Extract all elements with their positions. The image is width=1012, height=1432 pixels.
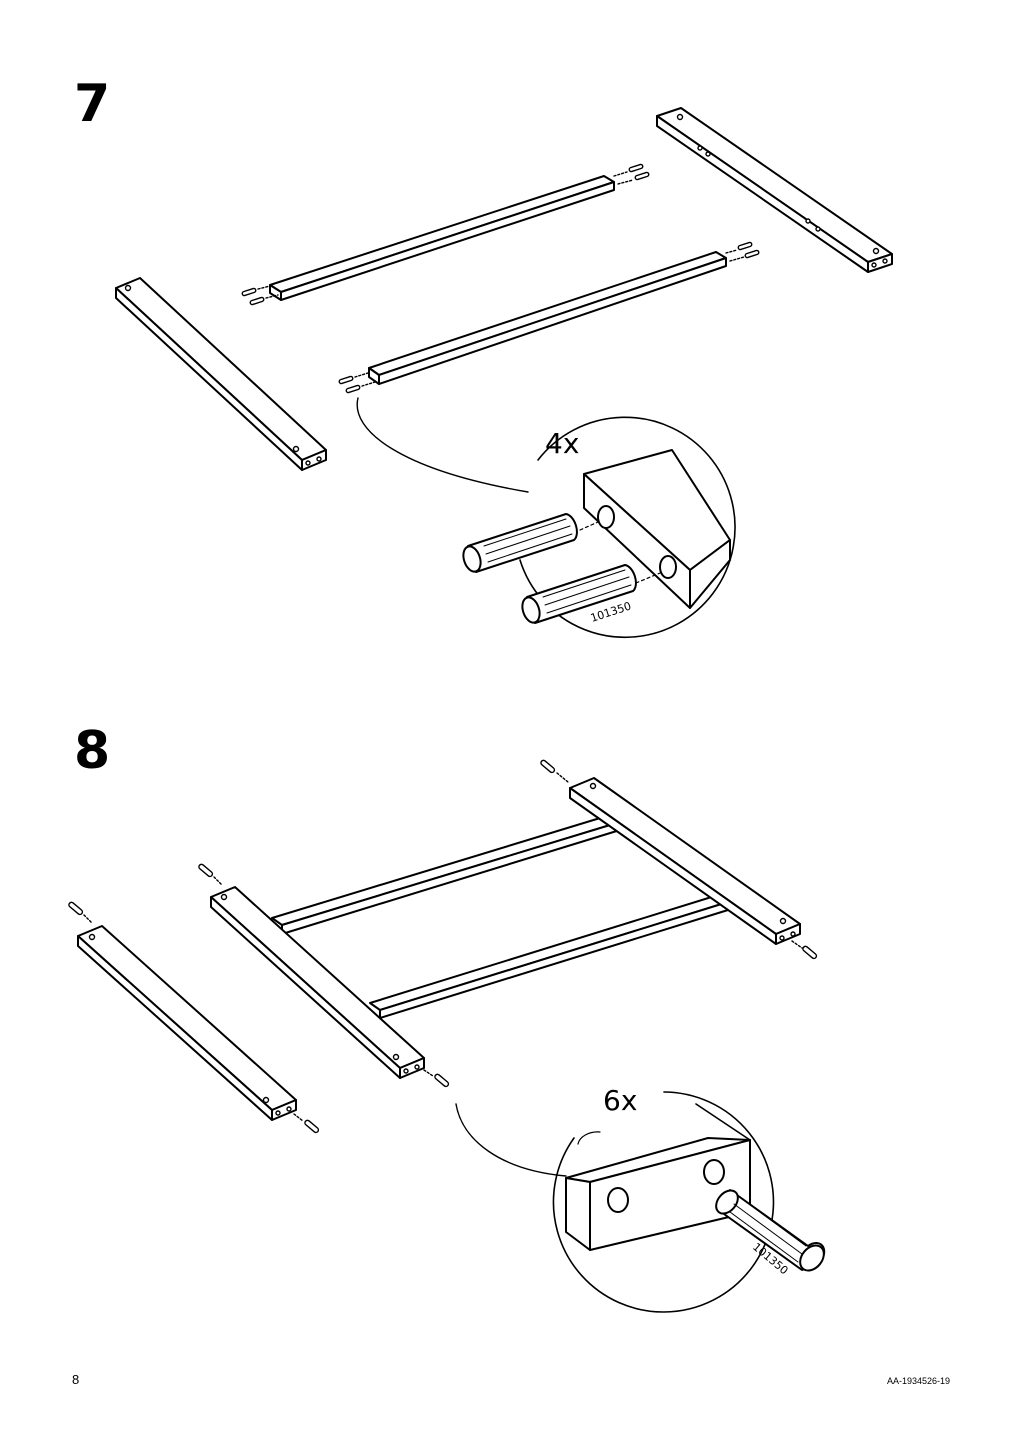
step-8-number: 8 xyxy=(74,721,111,781)
callout-quantity-step-8: 6x xyxy=(603,1084,637,1117)
step-8-illustration: 6x 101350 xyxy=(68,759,826,1313)
dowels-step-8 xyxy=(68,759,818,1134)
dowels-lower-rail xyxy=(338,241,760,394)
detail-callout-step-7: 4x 101350 xyxy=(462,416,736,639)
step-7-number: 7 xyxy=(74,74,111,134)
side-rail-right xyxy=(656,107,893,273)
callout-leader-step-7 xyxy=(356,397,529,493)
cross-rail-upper xyxy=(269,175,615,301)
side-rail-left xyxy=(115,277,327,471)
loose-side-rail xyxy=(77,925,297,1121)
document-code: AA-1934526-19 xyxy=(886,1376,950,1386)
assembled-cross-rail-lower xyxy=(369,894,729,1019)
callout-leader-step-8 xyxy=(455,1103,567,1177)
callout-quantity-step-7: 4x xyxy=(545,427,579,460)
page-number: 8 xyxy=(72,1372,80,1387)
step-7-illustration: 4x 101350 xyxy=(115,107,893,639)
dowels-upper-rail xyxy=(241,163,650,306)
detail-callout-step-8: 6x 101350 xyxy=(552,1084,826,1313)
assembled-side-rail-front xyxy=(210,886,425,1079)
assembled-cross-rail-upper xyxy=(271,814,621,935)
cross-rail-lower xyxy=(368,251,727,385)
assembled-side-rail-back xyxy=(569,777,801,945)
